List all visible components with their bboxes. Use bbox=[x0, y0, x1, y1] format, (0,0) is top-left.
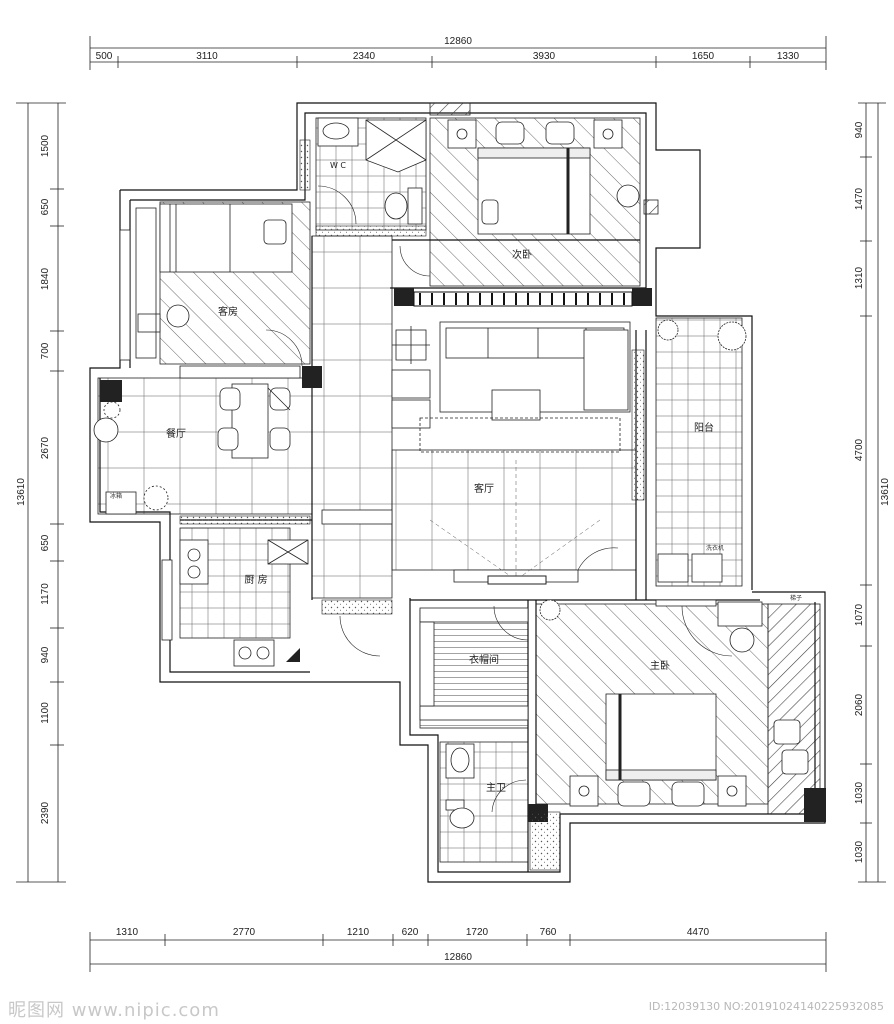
watermark-id: ID:12039130 NO:20191024140225932085 bbox=[648, 1000, 884, 1013]
balcony-fixtures bbox=[657, 319, 747, 583]
bottom-total-dim: 12860 bbox=[444, 952, 472, 963]
second-bed bbox=[447, 119, 640, 235]
door-swings bbox=[265, 185, 733, 813]
right-dim-5: 1070 bbox=[854, 603, 865, 626]
top-total-dim: 12860 bbox=[444, 36, 472, 47]
label-wc: W C bbox=[330, 161, 346, 170]
wc-fixtures bbox=[317, 117, 427, 225]
small-labels: 冰箱 洗衣机 梯子 bbox=[110, 492, 802, 602]
label-ladder: 梯子 bbox=[790, 594, 802, 602]
kitchen-fixtures bbox=[179, 539, 309, 667]
dimension-lines bbox=[16, 36, 886, 972]
guest-wardrobe bbox=[135, 207, 157, 359]
bottom-dim-1: 1310 bbox=[116, 927, 139, 938]
left-dim-2: 650 bbox=[40, 198, 51, 215]
top-dim-5: 1650 bbox=[692, 51, 715, 62]
bottom-dim-5: 1720 bbox=[466, 927, 489, 938]
right-dim-6: 2060 bbox=[854, 693, 865, 716]
wardrobe-second-bedroom bbox=[413, 291, 633, 307]
dimension-labels: 12860 500 3110 2340 3930 1650 1330 12860… bbox=[16, 36, 891, 963]
room-labels: 客房 次卧 W C 餐厅 客厅 阳台 厨 房 衣帽间 主卧 主卫 bbox=[166, 161, 714, 794]
label-fridge: 冰箱 bbox=[110, 492, 122, 500]
dining-table bbox=[93, 383, 291, 515]
closet-rails bbox=[419, 607, 529, 721]
bottom-dim-7: 4470 bbox=[687, 927, 710, 938]
left-dim-8: 940 bbox=[40, 646, 51, 663]
right-dim-4: 4700 bbox=[854, 438, 865, 461]
top-dim-1: 500 bbox=[96, 51, 113, 62]
left-dim-3: 1840 bbox=[40, 267, 51, 290]
right-dim-7: 1030 bbox=[854, 781, 865, 804]
right-dim-1: 940 bbox=[854, 121, 865, 138]
left-dim-4: 700 bbox=[40, 342, 51, 359]
label-washer: 洗衣机 bbox=[706, 544, 724, 552]
living-sofa-set bbox=[391, 321, 631, 453]
concrete-strips bbox=[179, 139, 645, 871]
bottom-dim-3: 1210 bbox=[347, 927, 370, 938]
bottom-dim-2: 2770 bbox=[233, 927, 256, 938]
guest-bed bbox=[137, 203, 293, 333]
left-dim-10: 2390 bbox=[40, 801, 51, 824]
top-dim-2: 3110 bbox=[196, 51, 218, 62]
left-total-dim: 13610 bbox=[16, 478, 27, 506]
bottom-dim-4: 620 bbox=[402, 927, 419, 938]
label-living: 客厅 bbox=[474, 482, 494, 495]
master-bed bbox=[539, 599, 809, 807]
bottom-dim-6: 760 bbox=[540, 927, 557, 938]
label-dining: 餐厅 bbox=[166, 427, 186, 440]
left-dim-7: 1170 bbox=[40, 583, 51, 605]
left-dim-6: 650 bbox=[40, 534, 51, 551]
top-dim-3: 2340 bbox=[353, 51, 376, 62]
right-dim-3: 1310 bbox=[854, 266, 865, 289]
label-walk-in-closet: 衣帽间 bbox=[469, 653, 499, 666]
right-total-dim: 13610 bbox=[880, 478, 891, 506]
master-bath-fixtures bbox=[445, 743, 475, 829]
tv-console bbox=[487, 575, 547, 585]
label-second-bedroom: 次卧 bbox=[512, 248, 532, 261]
right-dim-8: 1030 bbox=[854, 840, 865, 863]
top-dim-6: 1330 bbox=[777, 51, 800, 62]
left-dim-1: 1500 bbox=[40, 134, 51, 157]
tv-wall-lines bbox=[429, 460, 601, 581]
label-master-bedroom: 主卧 bbox=[650, 659, 670, 672]
top-balcony bbox=[643, 199, 659, 215]
structural-columns bbox=[100, 288, 826, 822]
right-dim-2: 1470 bbox=[854, 187, 865, 210]
label-master-bath: 主卫 bbox=[486, 782, 506, 794]
label-guest-room: 客房 bbox=[218, 305, 238, 318]
label-balcony: 阳台 bbox=[694, 421, 714, 434]
watermark-site: 昵图网 www.nipic.com bbox=[8, 1000, 220, 1021]
left-dim-5: 2670 bbox=[40, 436, 51, 459]
label-kitchen: 厨 房 bbox=[244, 573, 267, 586]
left-dim-9: 1100 bbox=[40, 702, 51, 724]
kitchen-corner-mark bbox=[286, 648, 300, 662]
top-dim-4: 3930 bbox=[533, 51, 556, 62]
